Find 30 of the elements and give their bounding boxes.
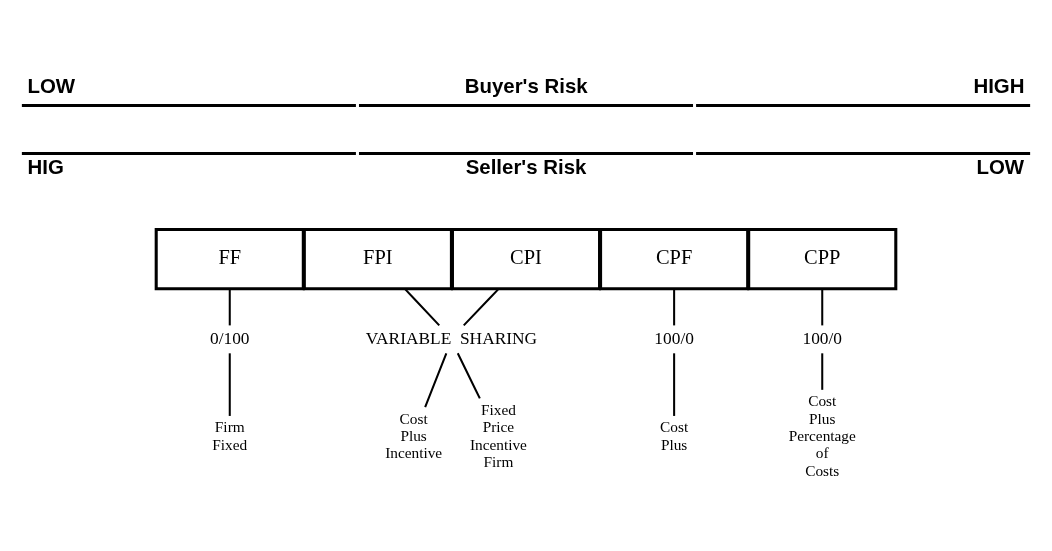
label: HIG — [27, 156, 64, 179]
connector — [424, 352, 448, 408]
node-text: Firm Fixed — [212, 418, 248, 453]
node-text: Cost Plus — [660, 418, 689, 453]
node-box: CPF — [599, 228, 750, 291]
connector — [228, 288, 231, 326]
node-text: Cost Plus Incentive — [385, 409, 443, 462]
label: LOW — [27, 74, 76, 97]
label: LOW — [976, 156, 1025, 179]
connector — [821, 288, 824, 326]
node-box: FPI — [302, 228, 453, 291]
node-text: 100/0 — [654, 328, 694, 348]
connector — [673, 288, 676, 326]
label: HIGH — [973, 74, 1025, 97]
label: Seller's Risk — [465, 156, 587, 179]
node-box: FF — [154, 228, 305, 291]
connector — [673, 353, 676, 416]
connector — [456, 352, 481, 399]
node-text: Cost Plus Percentage of Costs — [788, 392, 856, 479]
label: Buyer's Risk — [464, 74, 588, 97]
node-box: CPI — [450, 228, 602, 291]
connector — [404, 288, 440, 327]
node-text: Fixed Price Incentive Firm — [469, 400, 527, 471]
connector — [821, 353, 824, 390]
node-text: VARIABLE SHARING — [365, 328, 538, 348]
node-box: CPP — [747, 228, 898, 291]
connector — [228, 353, 231, 416]
connector — [463, 288, 500, 327]
node-text: 100/0 — [802, 328, 843, 348]
node-text: 0/100 — [209, 328, 250, 348]
